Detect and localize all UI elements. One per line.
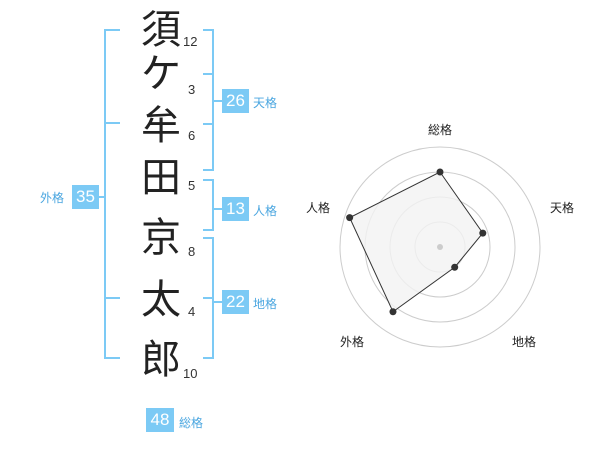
chikaku-value-box: 22: [222, 290, 249, 314]
name-char-4: 田: [141, 155, 181, 201]
name-char-1: 須: [141, 7, 181, 53]
radar-polygon: [348, 171, 484, 313]
name-char-3: 牟: [141, 103, 181, 149]
jinkaku-label: 人格: [253, 204, 278, 218]
name-char-7: 郎: [141, 337, 181, 383]
gaikaku-bracket: [104, 29, 120, 359]
radar-ring-4: [339, 146, 541, 348]
radar-axis-label-tenkaku: 天格: [549, 201, 574, 215]
radar-axis-label-soukaku: 総格: [427, 123, 452, 137]
jinkaku-bracket: [203, 179, 214, 231]
radar-axis-label-gaikaku: 外格: [339, 335, 364, 349]
stroke-count-4: 5: [188, 178, 196, 193]
tenkaku-value-box: 26: [222, 89, 249, 113]
soukaku-label: 総格: [179, 416, 204, 430]
soukaku-value-box: 48: [146, 408, 174, 432]
gaikaku-value-box: 35: [72, 185, 99, 209]
stroke-count-7: 10: [183, 366, 198, 381]
name-char-6: 太: [141, 277, 181, 323]
jinkaku-value-box: 13: [222, 197, 249, 221]
radar-center-dot: [437, 244, 443, 250]
stroke-count-2: 3: [188, 82, 196, 97]
radar-point-1: [436, 168, 444, 176]
stroke-count-6: 4: [188, 304, 196, 319]
stroke-count-3: 6: [188, 128, 196, 143]
radar-point-2: [479, 229, 487, 237]
radar-point-5: [346, 214, 354, 222]
radar-axis-label-jinkaku: 人格: [305, 201, 330, 215]
radar-point-4: [389, 308, 397, 316]
name-char-2: ケ: [141, 51, 181, 97]
gaikaku-label: 外格: [40, 191, 65, 205]
tenkaku-label: 天格: [253, 96, 278, 110]
chikaku-label: 地格: [253, 297, 278, 311]
stroke-count-5: 8: [188, 244, 196, 259]
stroke-count-1: 12: [183, 34, 198, 49]
radar-point-3: [451, 263, 459, 271]
name-char-5: 京: [141, 215, 181, 261]
radar-axis-label-chikaku: 地格: [511, 335, 536, 349]
